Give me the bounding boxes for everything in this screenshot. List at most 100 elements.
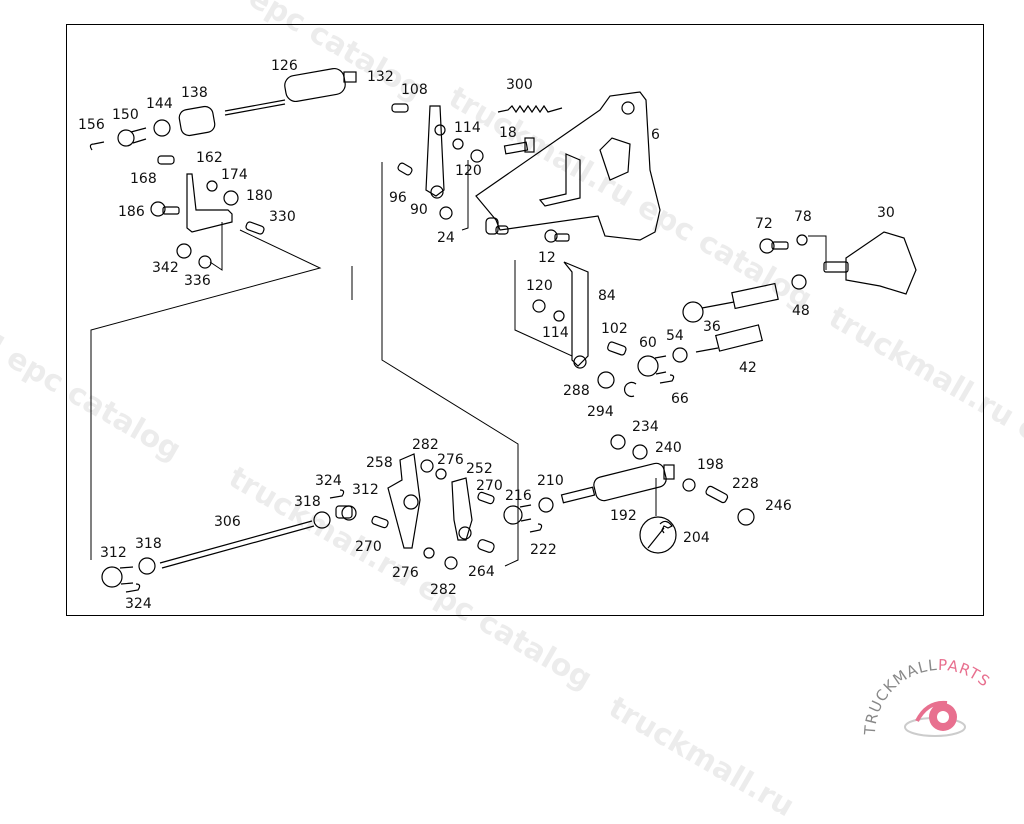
part-78-washer xyxy=(797,235,807,245)
part-276-washer-b xyxy=(424,548,434,558)
part-60-ball-socket xyxy=(638,356,666,376)
callout-18: 18 xyxy=(499,126,517,140)
part-330-bolt xyxy=(245,221,265,235)
callout-300: 300 xyxy=(506,78,533,92)
part-186-bolt xyxy=(151,202,179,216)
callout-96: 96 xyxy=(389,191,407,205)
callout-132: 132 xyxy=(367,70,394,84)
part-204-wrench-symbol xyxy=(640,517,676,553)
part-pin xyxy=(486,218,508,234)
callout-330: 330 xyxy=(269,210,296,224)
callout-162: 162 xyxy=(196,151,223,165)
callout-270-b: 270 xyxy=(355,540,382,554)
callout-120: 120 xyxy=(455,164,482,178)
callout-240: 240 xyxy=(655,441,682,455)
callout-180: 180 xyxy=(246,189,273,203)
part-324-clip-b xyxy=(126,584,140,592)
part-66-clip xyxy=(660,375,674,383)
callout-36: 36 xyxy=(703,320,721,334)
part-198-nut xyxy=(683,479,695,491)
gear-icon xyxy=(905,703,965,736)
part-192-cylinder xyxy=(562,462,674,503)
callout-282-b: 282 xyxy=(430,583,457,597)
part-156-clip xyxy=(90,142,104,150)
part-294-circlip xyxy=(625,382,636,396)
part-312-ball-socket-a xyxy=(336,506,356,520)
part-252-lever xyxy=(452,478,472,540)
callout-54: 54 xyxy=(666,329,684,343)
part-120-nut xyxy=(471,150,483,162)
callout-318: 318 xyxy=(294,495,321,509)
callout-252: 252 xyxy=(466,462,493,476)
callout-270: 270 xyxy=(476,479,503,493)
callout-234: 234 xyxy=(632,420,659,434)
logo-text-truckmall: TRUCKMALL xyxy=(861,656,939,736)
callout-264: 264 xyxy=(468,565,495,579)
part-54-nut xyxy=(673,348,687,362)
callout-66: 66 xyxy=(671,392,689,406)
truckmallparts-logo: TRUCKMALLPARTS xyxy=(855,655,1020,750)
part-336-washer xyxy=(199,256,211,268)
callout-342: 342 xyxy=(152,261,179,275)
callout-84: 84 xyxy=(598,289,616,303)
callout-168: 168 xyxy=(130,172,157,186)
callout-306: 306 xyxy=(214,515,241,529)
callout-204: 204 xyxy=(683,531,710,545)
part-324-clip-a xyxy=(330,490,344,498)
callout-156: 156 xyxy=(78,118,105,132)
callout-222: 222 xyxy=(530,543,557,557)
svg-text:TRUCKMALLPARTS: TRUCKMALLPARTS xyxy=(861,656,994,736)
callout-12: 12 xyxy=(538,251,556,265)
part-12-bolt xyxy=(545,230,569,242)
part-150-ball-socket xyxy=(118,128,146,146)
part-168-bolt xyxy=(158,156,174,164)
part-120-nut-b xyxy=(533,300,545,312)
callout-90: 90 xyxy=(410,203,428,217)
callout-42: 42 xyxy=(739,361,757,375)
callout-294: 294 xyxy=(587,405,614,419)
part-234-nut xyxy=(611,435,625,449)
part-312-ball-socket-b xyxy=(102,567,133,587)
part-318-nut-a xyxy=(314,512,330,528)
part-288-washer xyxy=(598,372,614,388)
part-30-cylinder xyxy=(824,232,916,294)
callout-246: 246 xyxy=(765,499,792,513)
part-222-clip xyxy=(530,524,542,532)
part-276-washer-a xyxy=(436,469,446,479)
part-126-cylinder xyxy=(225,67,356,115)
part-210-nut xyxy=(539,498,553,512)
part-300-spring xyxy=(498,106,562,112)
part-180-nut xyxy=(224,191,238,205)
callout-210: 210 xyxy=(537,474,564,488)
part-144-nut xyxy=(154,120,170,136)
part-84-link xyxy=(564,262,588,368)
callout-126: 126 xyxy=(271,59,298,73)
callout-228: 228 xyxy=(732,477,759,491)
callout-138: 138 xyxy=(181,86,208,100)
leader-lines xyxy=(91,160,826,566)
part-48-washer xyxy=(792,275,806,289)
callout-78: 78 xyxy=(794,210,812,224)
logo-text-parts: PARTS xyxy=(938,656,994,691)
callout-258: 258 xyxy=(366,456,393,470)
callout-198: 198 xyxy=(697,458,724,472)
callout-192: 192 xyxy=(610,509,637,523)
part-174-washer xyxy=(207,181,217,191)
part-114-washer-b xyxy=(554,311,564,321)
part-138-sleeve xyxy=(178,105,216,137)
callout-48: 48 xyxy=(792,304,810,318)
callout-324: 324 xyxy=(315,474,342,488)
part-36-rod xyxy=(683,284,778,322)
part-282-nut-a xyxy=(421,460,433,472)
callout-174: 174 xyxy=(221,168,248,182)
part-246-nut xyxy=(738,509,754,525)
callout-144: 144 xyxy=(146,97,173,111)
callout-72: 72 xyxy=(755,217,773,231)
part-258-lever xyxy=(388,454,420,548)
callout-120-b: 120 xyxy=(526,279,553,293)
callout-24: 24 xyxy=(437,231,455,245)
callout-6: 6 xyxy=(651,128,660,142)
callout-312-b: 312 xyxy=(100,546,127,560)
callout-186: 186 xyxy=(118,205,145,219)
callout-276-b: 276 xyxy=(392,566,419,580)
